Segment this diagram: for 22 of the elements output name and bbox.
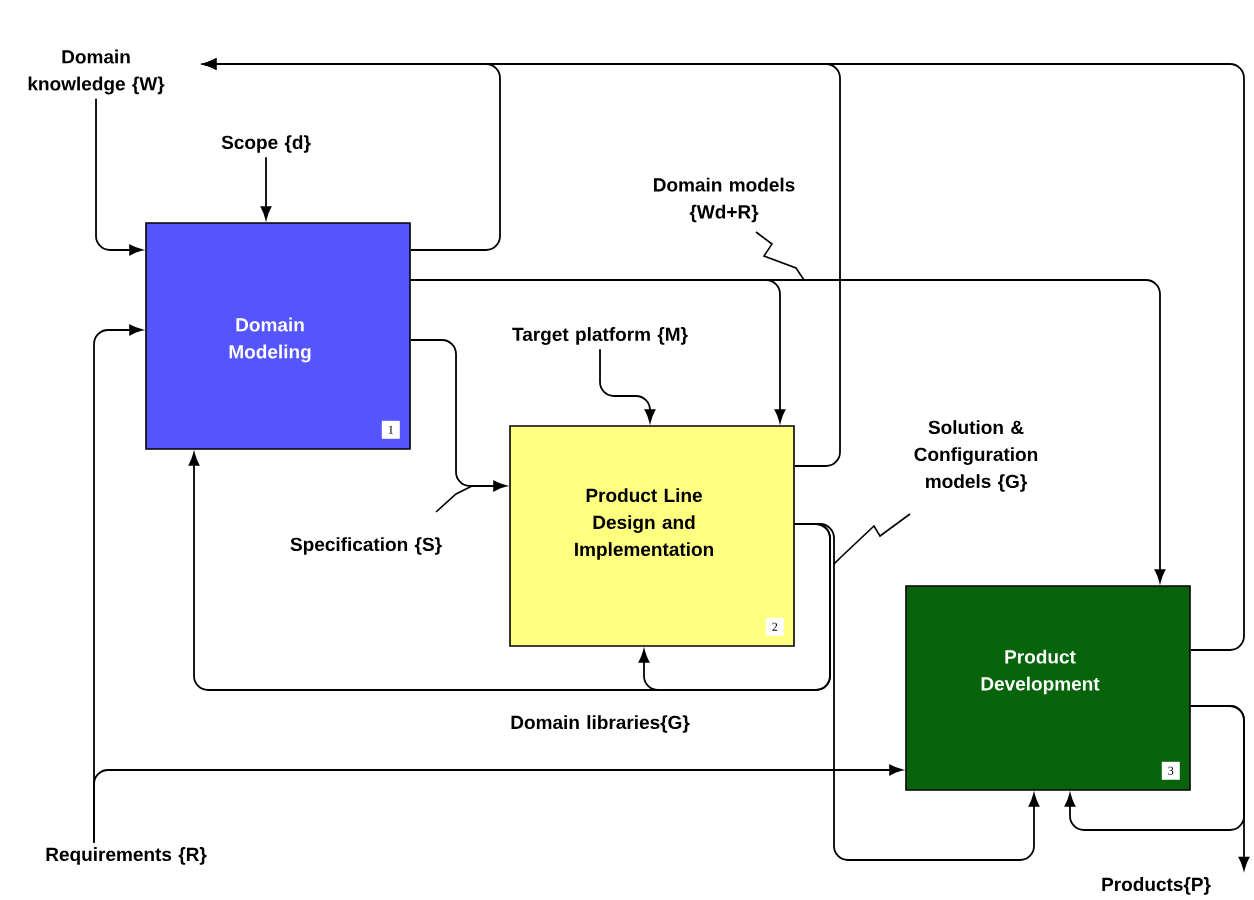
edge-label: Domain models {Wd+R} bbox=[654, 177, 795, 223]
arrow bbox=[95, 97, 143, 256]
arrow bbox=[599, 348, 656, 423]
arrow-label: Products{P} bbox=[1102, 877, 1211, 895]
arrow bbox=[203, 58, 1245, 651]
edge-label: Domain libraries{G} bbox=[511, 715, 690, 733]
arrow bbox=[260, 156, 272, 220]
arrow-label: Requirements {R} bbox=[46, 847, 207, 865]
box-title: Product Development bbox=[981, 649, 1100, 695]
box-title: Domain Modeling bbox=[229, 317, 311, 363]
arrow bbox=[638, 523, 831, 691]
edge-label: Solution & Configuration models {G} bbox=[914, 420, 1038, 492]
arrow-label: Scope {d} bbox=[221, 135, 311, 153]
arrow bbox=[409, 339, 507, 492]
arrow bbox=[93, 764, 903, 844]
box-title: Product Line Design and Implementation bbox=[575, 488, 714, 560]
arrow-label: Target platform {M} bbox=[512, 327, 688, 345]
arrow bbox=[1064, 705, 1245, 831]
arrow bbox=[409, 279, 1166, 583]
arrow-label: Domain knowledge {W} bbox=[28, 49, 165, 95]
arrow bbox=[793, 523, 1040, 861]
edge-label: Specification {S} bbox=[290, 537, 442, 555]
